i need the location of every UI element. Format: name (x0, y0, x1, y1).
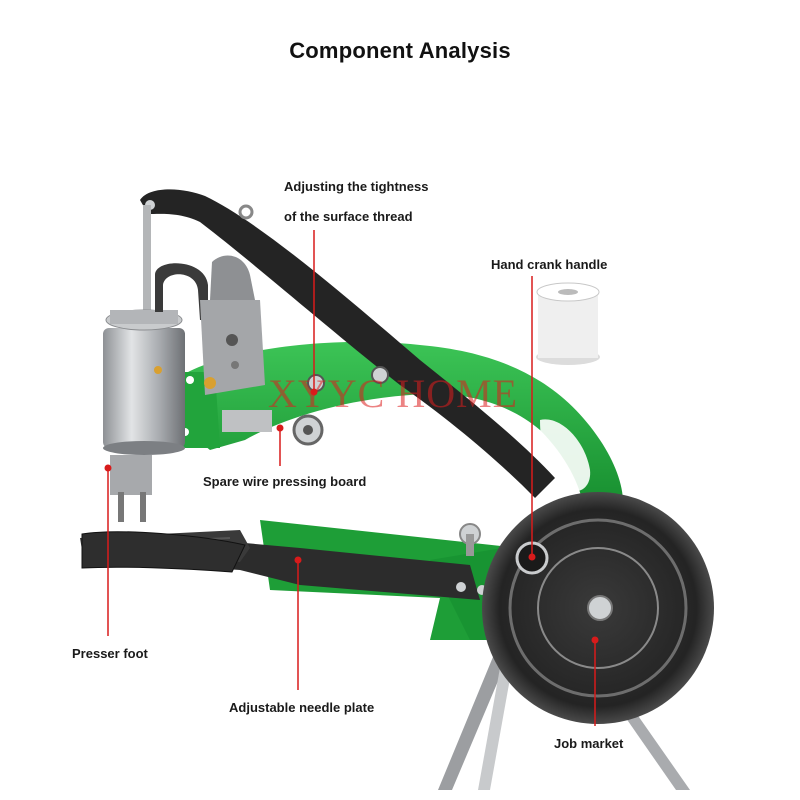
label-thread-tightness-line1: Adjusting the tightness (284, 179, 429, 194)
label-spare-wire-pressing-board: Spare wire pressing board (203, 474, 367, 489)
label-hand-crank-handle: Hand crank handle (491, 257, 608, 272)
label-thread-tightness-line2: of the surface thread (284, 209, 413, 224)
watermark-text: XYYC HOME (268, 371, 519, 416)
page-title: Component Analysis (289, 38, 511, 63)
tension-mechanism (200, 204, 325, 446)
label-job-market: Job market (554, 736, 624, 751)
thread-spool (536, 282, 600, 365)
label-adjustable-needle-plate: Adjustable needle plate (229, 700, 375, 715)
upper-lever-arm (140, 189, 555, 498)
pointer-dots (104, 388, 599, 644)
label-presser-foot: Presser foot (72, 646, 148, 661)
leather-sample (81, 531, 246, 573)
hand-wheel (482, 492, 714, 724)
pointer-lines (107, 230, 596, 726)
needle-cylinder (103, 263, 208, 522)
